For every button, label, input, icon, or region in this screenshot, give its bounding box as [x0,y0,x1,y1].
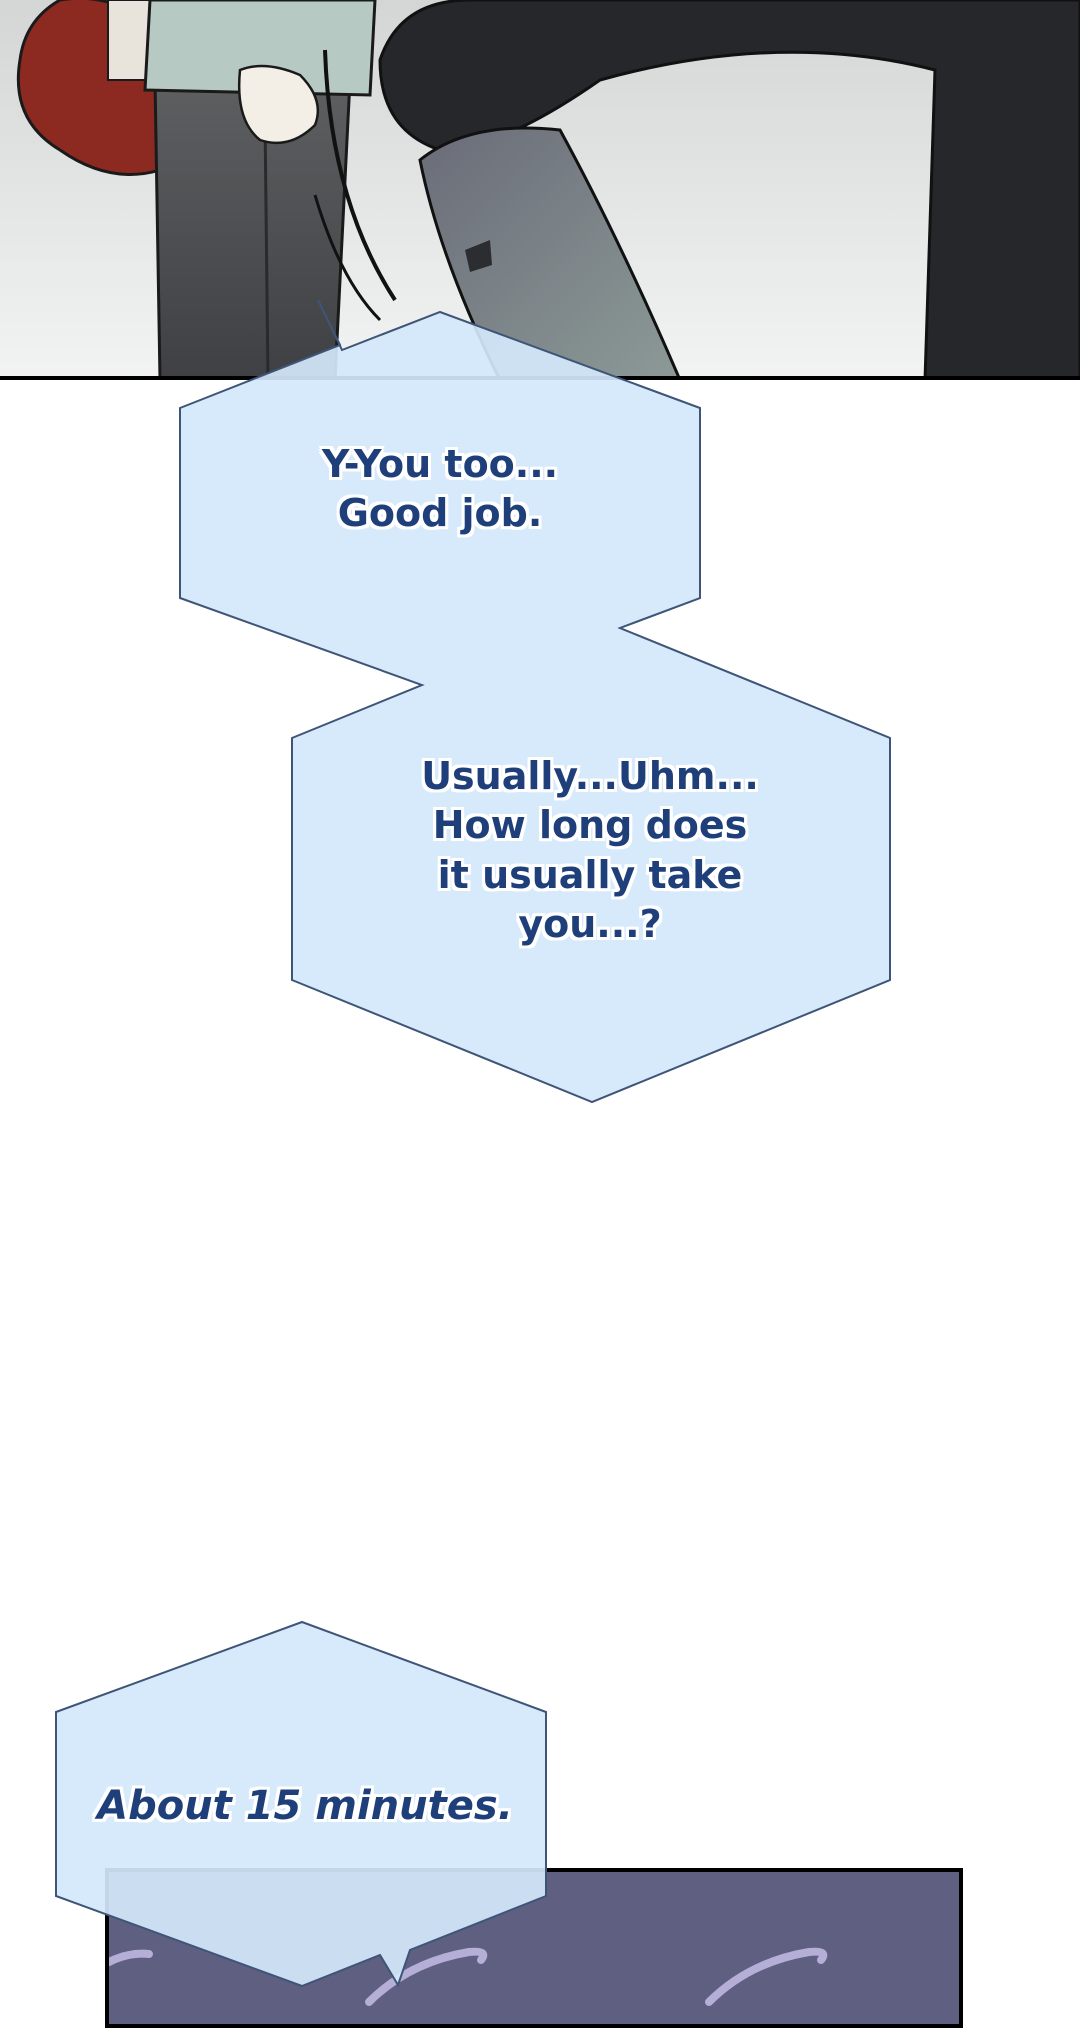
panel-background [109,1872,959,2024]
person-right-clothes [378,0,1080,376]
motion-line [323,49,397,302]
panel-art-top [0,0,1080,376]
person-left-shirt [143,0,377,97]
comic-panel-bottom [105,1868,963,2028]
motion-squiggle [705,1947,828,2006]
speech-bubble-1-2 [179,299,891,1104]
clasped-hands [238,64,320,145]
panel-art-bottom [109,1872,959,2024]
comic-panel-top [0,0,1080,380]
dialogue-text-2: Usually...Uhm... How long does it usuall… [421,754,759,947]
boot-strap [465,240,492,272]
dialogue-text-1: Y-You too... Good job. [321,442,559,536]
dialogue-text-3: About 15 minutes. [97,1783,513,1829]
